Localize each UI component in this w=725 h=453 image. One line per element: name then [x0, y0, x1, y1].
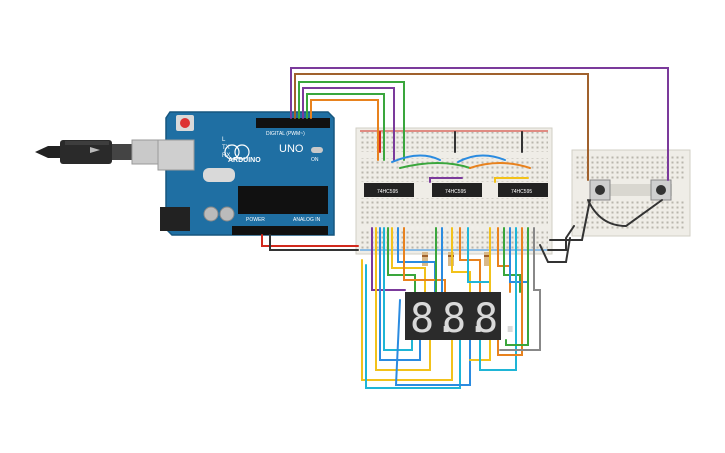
digit-1	[405, 292, 437, 340]
usb-cable	[35, 139, 161, 165]
digit-2-value: 8.	[442, 296, 490, 342]
brand-label: ARDUINO	[228, 157, 261, 164]
seven-segment-display: 8. 8. 8.	[405, 292, 522, 342]
capacitor	[219, 206, 235, 222]
atmega-chip	[238, 186, 328, 214]
analog-header	[232, 226, 328, 235]
resistor-1[interactable]	[422, 252, 428, 266]
shift-register-1[interactable]: 74HC595	[364, 183, 414, 197]
digit-3	[469, 292, 501, 340]
power-jack	[160, 207, 190, 231]
analog-header-label: ANALOG IN	[293, 217, 321, 223]
resistor-3[interactable]	[484, 252, 490, 266]
display-wires	[361, 227, 541, 389]
push-button-left[interactable]	[589, 179, 611, 201]
chip-label: 74HC595	[377, 189, 398, 195]
shift-register-3[interactable]: 74HC595	[498, 183, 548, 197]
power-header-label: POWER	[246, 217, 265, 223]
infinity-logo-icon	[224, 144, 240, 160]
chip-label: 74HC595	[511, 189, 532, 195]
shift-register-2[interactable]: 74HC595	[432, 183, 482, 197]
digit-3-value: 8.	[474, 296, 522, 342]
chip-label: 74HC595	[445, 189, 466, 195]
usb-icon	[90, 147, 100, 153]
signal-wires	[261, 67, 669, 263]
on-label: ON	[311, 157, 319, 163]
digit-2	[437, 292, 469, 340]
usb-port	[157, 139, 195, 171]
arduino-uno-board[interactable]: DIGITAL (PWM~) POWER ANALOG IN ARDUINO U…	[157, 111, 335, 236]
digit-1-value: 8.	[410, 296, 458, 342]
capacitor	[203, 206, 219, 222]
digital-header-label: DIGITAL (PWM~)	[266, 131, 305, 137]
model-label: UNO	[279, 143, 304, 155]
crystal	[203, 168, 235, 182]
digital-header	[256, 118, 330, 128]
l-label: L	[222, 137, 226, 143]
push-button-right[interactable]	[650, 179, 672, 201]
